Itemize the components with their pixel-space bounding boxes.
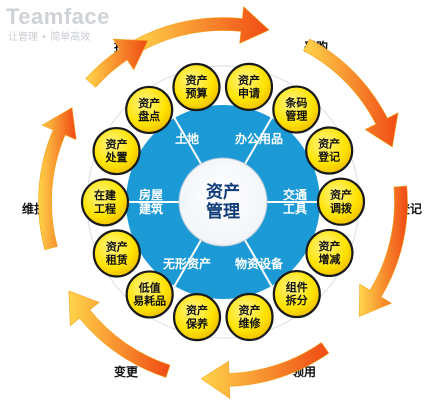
- module-circle: [92, 126, 141, 176]
- module-item: 低值易耗品: [125, 270, 174, 319]
- module-circle: [305, 126, 354, 175]
- module-item: 资产租赁: [92, 229, 141, 278]
- cycle-arrow: [85, 38, 149, 88]
- module-item: 资产保养: [172, 293, 222, 342]
- cycle-arrow: [200, 342, 330, 399]
- module-item: 资产登记: [305, 126, 354, 175]
- module-label: 在建工程: [94, 188, 117, 215]
- module-label: 条码管理: [284, 96, 307, 123]
- module-label: 资产处置: [105, 137, 128, 164]
- module-item: 资产申请: [224, 62, 274, 111]
- module-label: 资产保养: [185, 303, 209, 330]
- module-item: 资产调拨: [316, 177, 366, 226]
- module-label: 资产增减: [318, 239, 340, 266]
- module-item: 资产预算: [172, 62, 221, 112]
- module-label: 资产登记: [317, 136, 340, 163]
- module-label: 资产维修: [239, 303, 262, 330]
- module-label: 资产申请: [238, 73, 260, 100]
- module-circle: [92, 229, 141, 278]
- brand-slogan: 让管理 • 简单高效: [8, 32, 91, 43]
- module-circle: [125, 270, 174, 319]
- module-item: 条码管理: [272, 85, 321, 134]
- module-item: 资产盘点: [125, 85, 174, 135]
- segment-label: 物资设备: [235, 256, 284, 271]
- module-label: 资产预算: [185, 73, 207, 100]
- segment-label: 土地: [175, 131, 199, 146]
- cycle-arrow: [303, 38, 399, 148]
- cycle-arrow: [359, 185, 408, 317]
- module-circle: [305, 228, 354, 278]
- module-label: 资产盘点: [138, 96, 160, 123]
- module-item: 资产处置: [92, 126, 141, 176]
- module-circle: [316, 177, 366, 226]
- module-item: 资产维修: [225, 292, 274, 342]
- segment-label: 房屋建筑: [138, 186, 163, 215]
- module-item: 组件拆分: [272, 269, 321, 319]
- center-hub: [178, 157, 268, 247]
- module-circle: [125, 85, 174, 135]
- module-label: 资产租赁: [106, 239, 128, 266]
- center-title: 资产管理: [206, 182, 240, 223]
- brand-logo: Teamface: [6, 4, 110, 29]
- segment-label: 交通工具: [283, 186, 307, 215]
- cycle-arrow: [130, 5, 270, 54]
- module-circle: [80, 178, 130, 227]
- stage-label-change: 变更: [114, 365, 139, 379]
- segment-divider: [173, 117, 202, 165]
- segment-divider: [173, 239, 202, 287]
- module-circle: [225, 292, 274, 342]
- segment-divider: [244, 117, 273, 165]
- module-circle: [272, 85, 321, 134]
- module-label: 组件拆分: [286, 280, 308, 307]
- segment-label: 办公用品: [235, 131, 283, 146]
- module-circle: [272, 269, 321, 319]
- segment-divider: [244, 239, 273, 287]
- module-label: 低值易耗品: [133, 280, 166, 307]
- cycle-arrow: [38, 107, 77, 251]
- module-circle: [172, 62, 221, 112]
- segment-label: 无形资产: [162, 256, 211, 271]
- module-label: 资产调拨: [330, 188, 353, 215]
- cycle-arrow: [68, 290, 171, 378]
- module-circle: [224, 62, 274, 111]
- module-circle: [172, 293, 222, 342]
- module-item: 资产增减: [305, 228, 354, 278]
- module-item: 在建工程: [80, 178, 130, 227]
